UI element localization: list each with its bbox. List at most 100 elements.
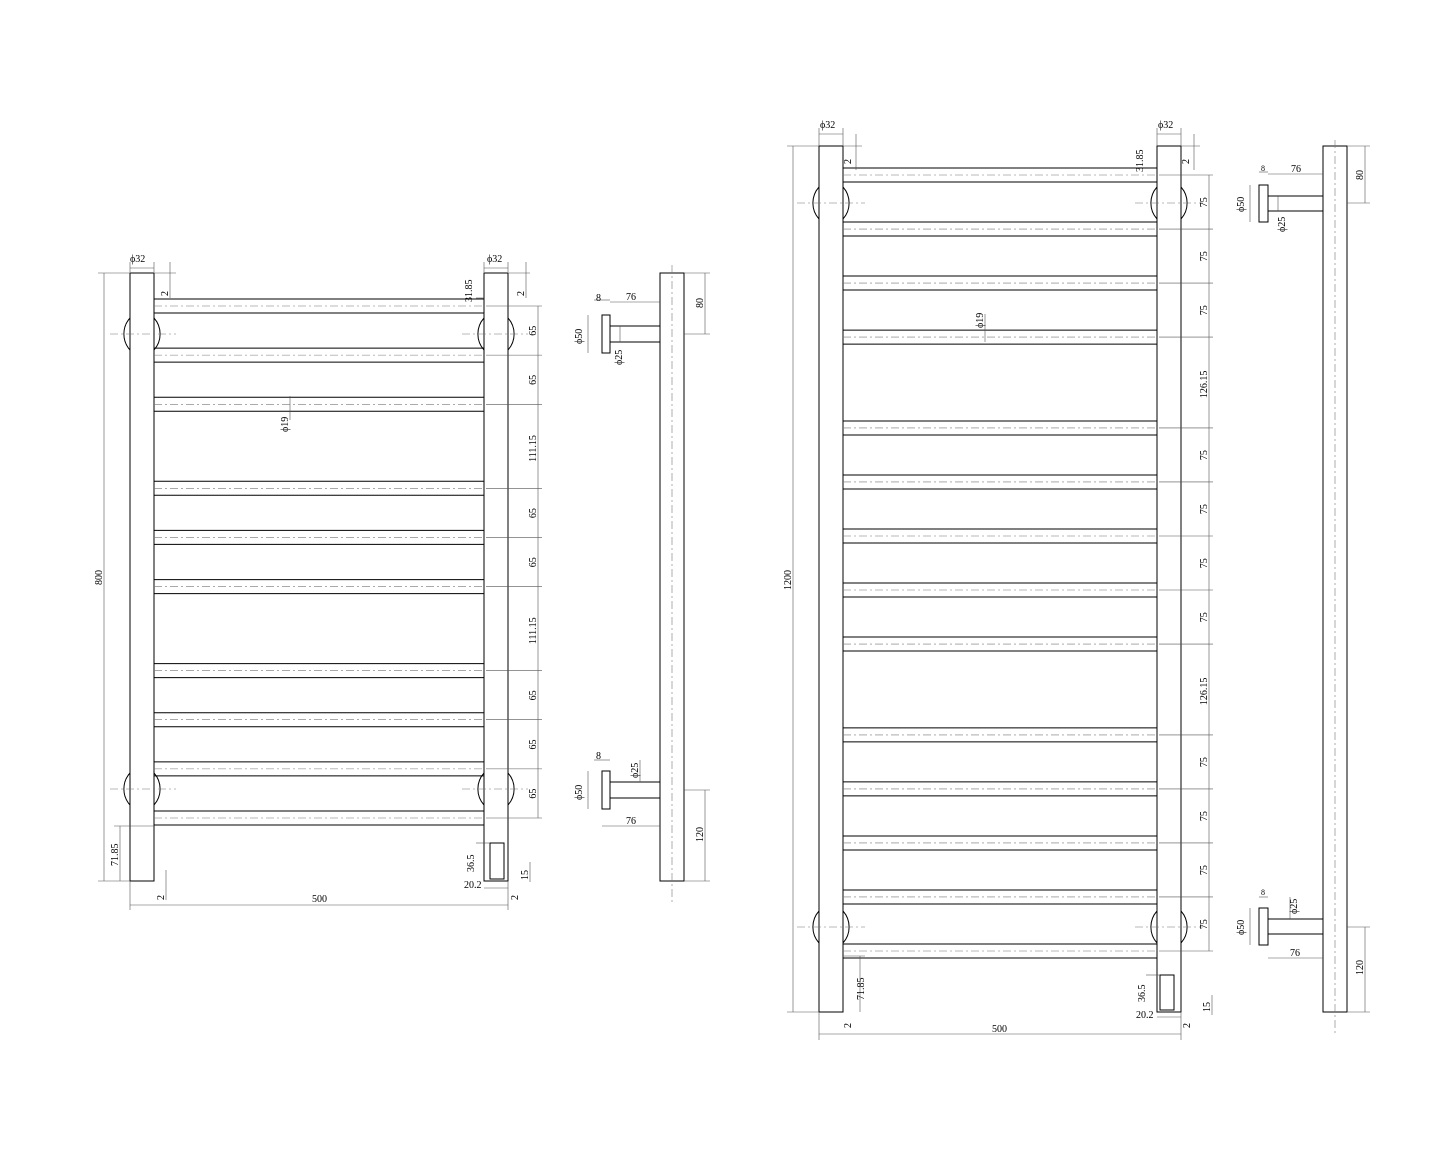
- towel-bar: [843, 221, 1157, 237]
- conn-height-1200: 36.5: [1137, 985, 1148, 1003]
- bottom-gap-right-1200: 2: [1182, 1023, 1193, 1028]
- towel-bar: [843, 636, 1157, 652]
- arm-dia-bot-800: ϕ25: [630, 763, 641, 778]
- front-view-800: ϕ32 ϕ32 2 31.85 2 ϕ19 800 6565111.156565…: [94, 254, 542, 910]
- top-dim-1200: 80: [1355, 170, 1366, 180]
- post-dia-left-1200: ϕ32: [820, 120, 835, 131]
- spacing-label: 65: [528, 375, 539, 385]
- connector-box-800: [489, 842, 505, 880]
- bottom-offset-1200: 71.85: [856, 978, 867, 1001]
- towel-bar: [843, 474, 1157, 490]
- towel-bar: [154, 396, 484, 412]
- mount-circle-left-bottom-1200: [812, 910, 820, 944]
- plate-thk-bot-800: 8: [596, 751, 601, 762]
- towel-bar: [843, 943, 1157, 959]
- bottom-gap-left-800: 2: [156, 895, 167, 900]
- spacing-label: 65: [528, 789, 539, 799]
- spacing-label: 111.15: [528, 617, 539, 644]
- spacing-label: 65: [528, 690, 539, 700]
- right-post: [483, 272, 509, 882]
- spacing-label: 65: [528, 326, 539, 336]
- spacing-label: 75: [1199, 504, 1210, 514]
- conn-width-1200: 20.2: [1136, 1010, 1154, 1021]
- top-offset-800: 31.85: [464, 280, 475, 303]
- mount-circle-left-top: [123, 317, 131, 351]
- arm-dia-bot-1200: ϕ25: [1289, 899, 1300, 914]
- left-post-1200: [818, 145, 844, 1013]
- bar-dia-800: ϕ19: [280, 417, 291, 432]
- plate-dia-bot-800: ϕ50: [574, 785, 585, 800]
- top-gap-left-800: 2: [160, 291, 171, 296]
- plate-dia-top-1200: ϕ50: [1236, 197, 1247, 212]
- side-view-800: 8 76 ϕ50 ϕ25 80 8 ϕ25 ϕ50 76 120: [574, 265, 710, 905]
- top-gap-right-800: 2: [516, 291, 527, 296]
- conn-drop-1200: 15: [1202, 1002, 1213, 1012]
- plate-dia-bot-1200: ϕ50: [1236, 920, 1247, 935]
- conn-drop-800: 15: [520, 870, 531, 880]
- conn-height-800: 36.5: [466, 855, 477, 873]
- towel-bar: [154, 298, 484, 314]
- spacing-label: 75: [1199, 197, 1210, 207]
- height-dim-1200: 1200: [783, 570, 794, 590]
- bar-dia-1200: ϕ19: [975, 313, 986, 328]
- bottom-dim-800: 120: [695, 827, 706, 842]
- spacing-label: 75: [1199, 919, 1210, 929]
- towel-bar: [843, 329, 1157, 345]
- arm-dia-top-1200: ϕ25: [1277, 217, 1288, 232]
- side-view-1200: 8 76 ϕ50 ϕ25 80 8 ϕ25 ϕ50 76 120: [1236, 140, 1370, 1035]
- spacing-label: 75: [1199, 305, 1210, 315]
- plate-thk-bot-1200: 8: [1261, 888, 1265, 897]
- bracket-arm-top-800: [609, 325, 661, 343]
- towel-bar: [843, 167, 1157, 183]
- mount-circle-left-bottom: [123, 772, 131, 806]
- plate-thk-top-800: 8: [596, 293, 601, 304]
- towel-bar: [154, 810, 484, 826]
- spacing-label: 111.15: [528, 435, 539, 462]
- spacing-label: 65: [528, 739, 539, 749]
- bracket-arm-top-1200: [1267, 195, 1324, 212]
- towel-bar: [154, 529, 484, 545]
- mount-circle-right-top-1200: [1150, 186, 1158, 220]
- bars-800: [154, 298, 484, 826]
- mount-circle-left-top-1200: [812, 186, 820, 220]
- spacing-label: 75: [1199, 450, 1210, 460]
- conn-width-800: 20.2: [464, 880, 482, 891]
- wall-plate-bottom-800: [601, 770, 611, 810]
- front-view-1200: ϕ32 ϕ32 2 31.85 2 ϕ19 1200 75 75 75 126.15 7…: [783, 120, 1213, 1040]
- plate-thk-top-1200: 8: [1261, 164, 1265, 173]
- top-offset-1200: 31.85: [1135, 150, 1146, 173]
- towel-bar: [843, 835, 1157, 851]
- arm-len-top-1200: 76: [1291, 164, 1301, 175]
- spacing-label: 75: [1199, 251, 1210, 261]
- towel-bar: [843, 420, 1157, 436]
- post-dia-right-800: ϕ32: [487, 254, 502, 265]
- arm-dia-top-800: ϕ25: [614, 350, 625, 365]
- top-dim-800: 80: [695, 298, 706, 308]
- bracket-arm-bottom-800: [609, 781, 661, 799]
- towel-bar: [843, 528, 1157, 544]
- arm-len-top-800: 76: [626, 292, 636, 303]
- spacing-label: 126.15: [1199, 371, 1210, 399]
- wall-plate-bottom-1200: [1258, 907, 1269, 946]
- top-gap-left-1200: 2: [843, 159, 854, 164]
- spacing-label: 65: [528, 557, 539, 567]
- width-dim-1200: 500: [992, 1024, 1007, 1035]
- spacing-label: 65: [528, 508, 539, 518]
- bracket-arm-bottom-1200: [1267, 918, 1324, 935]
- spacing-chain-800: 65 65 111.15 65 65 111.15 65 65 65: [486, 305, 542, 819]
- bottom-offset-800: 71.85: [110, 844, 121, 867]
- post-dia-right-1200: ϕ32: [1158, 120, 1173, 131]
- mount-circle-right-bottom-1200: [1150, 910, 1158, 944]
- towel-bar: [154, 480, 484, 496]
- height-dim-800: 800: [94, 570, 105, 585]
- bars-1200: [843, 167, 1157, 959]
- spacing-label: 75: [1199, 558, 1210, 568]
- right-post-1200: [1156, 145, 1182, 1013]
- spacing-label: 75: [1199, 612, 1210, 622]
- towel-bar: [154, 663, 484, 679]
- towel-bar: [843, 727, 1157, 743]
- arm-len-bot-1200: 76: [1290, 948, 1300, 959]
- towel-bar: [154, 579, 484, 595]
